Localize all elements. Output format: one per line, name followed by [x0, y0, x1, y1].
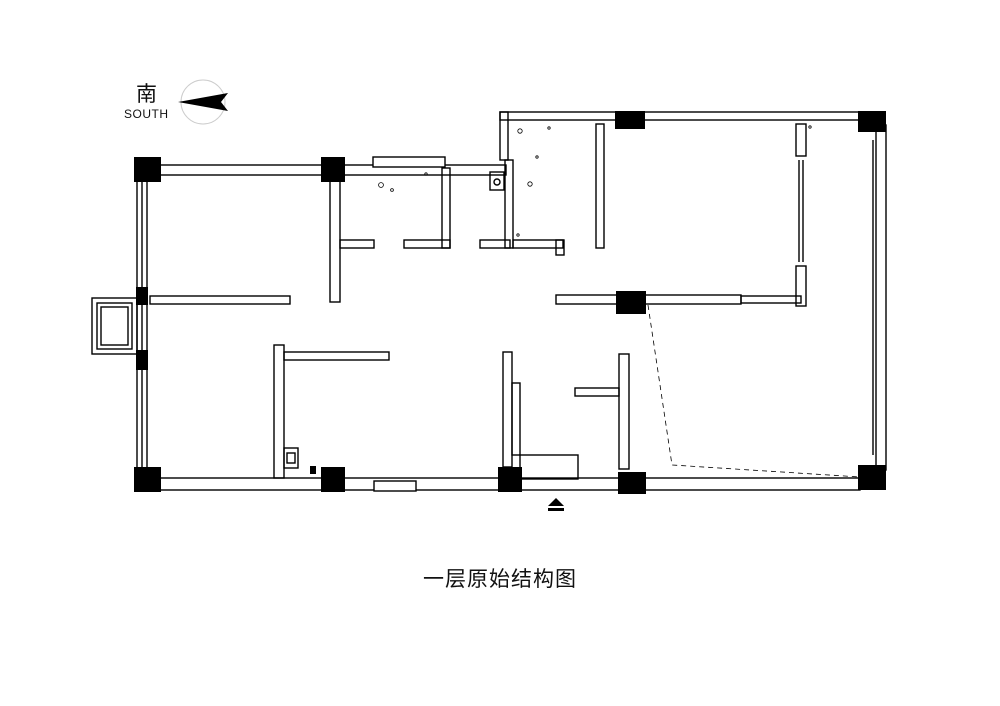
balcony-line	[647, 304, 861, 478]
interior-walls	[149, 123, 807, 480]
plan-title: 一层原始结构图	[423, 567, 577, 591]
compass-label-cn: 南	[136, 82, 157, 106]
compass-label-en: SOUTH	[124, 107, 169, 121]
outer-walls	[91, 111, 887, 492]
fixture-dots	[378, 125, 812, 237]
structural-columns	[134, 111, 886, 494]
north-arrow-icon	[178, 79, 228, 125]
entrance-arrow-icon	[548, 498, 564, 511]
